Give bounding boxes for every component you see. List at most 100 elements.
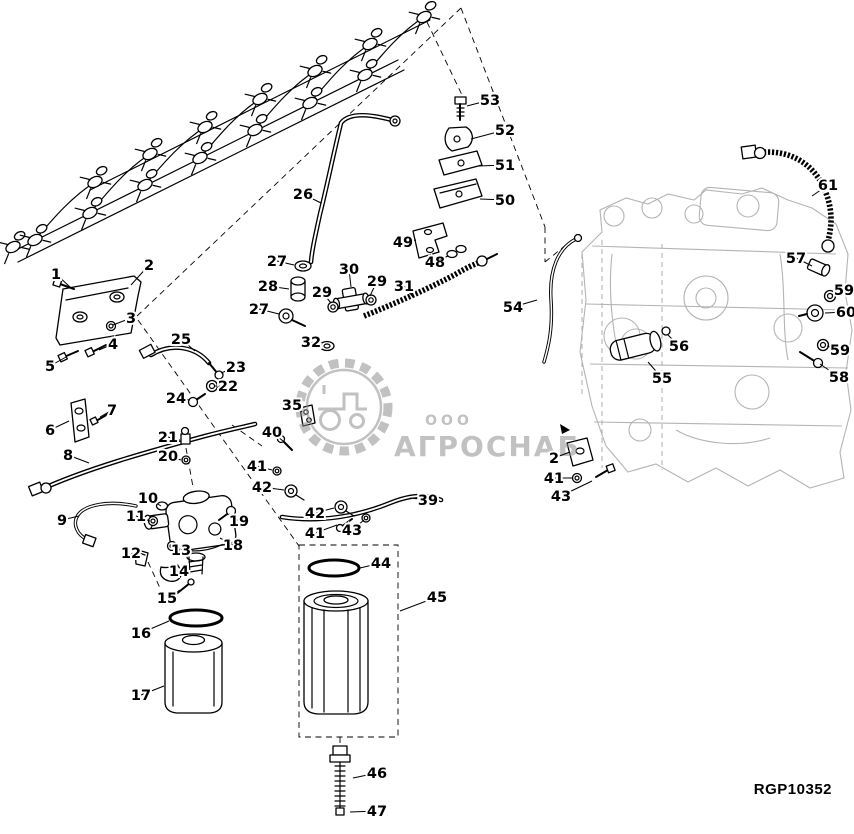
svg-text:8: 8: [63, 448, 73, 464]
callout-30: 30: [337, 260, 361, 288]
svg-text:50: 50: [495, 193, 515, 209]
svg-text:6: 6: [45, 423, 55, 439]
part-41-nut-a: [272, 466, 282, 476]
svg-text:4: 4: [108, 337, 118, 353]
part-42-clamp-a: [284, 484, 305, 501]
filter-head-assembly: [134, 426, 237, 596]
svg-text:28: 28: [258, 279, 278, 295]
svg-text:17: 17: [131, 688, 151, 704]
callout-18: 18: [219, 536, 245, 556]
part-2b-bracket: [560, 424, 616, 484]
callout-55: 55: [647, 361, 674, 389]
callout-29: 29: [310, 283, 334, 304]
svg-text:1: 1: [51, 267, 61, 283]
part-20-nut: [181, 455, 191, 465]
part-7-bolt: [89, 413, 109, 426]
callout-43: 43: [340, 519, 365, 541]
part-52-clamp: [444, 126, 473, 152]
part-51-plate: [438, 150, 483, 176]
part-57-fitting: [806, 258, 831, 277]
part-1-bolt: [52, 277, 75, 290]
part-42-clamp-b: [334, 500, 355, 517]
callout-61: 61: [811, 176, 840, 197]
svg-text:44: 44: [371, 556, 391, 572]
callout-42: 42: [303, 504, 335, 524]
svg-text:43: 43: [551, 489, 571, 505]
callout-60: 60: [824, 303, 854, 323]
svg-text:41: 41: [305, 526, 325, 542]
callout-16: 16: [129, 620, 170, 644]
part-55-valve: [609, 326, 671, 361]
callout-42: 42: [250, 478, 285, 498]
part-6-bracket: [70, 398, 90, 443]
svg-text:31: 31: [394, 279, 414, 295]
svg-text:12: 12: [121, 546, 141, 562]
svg-text:42: 42: [305, 506, 325, 522]
callout-41: 41: [245, 457, 273, 477]
callout-41: 41: [542, 469, 572, 489]
svg-text:40: 40: [262, 425, 282, 441]
callout-10: 10: [136, 489, 162, 509]
svg-text:59: 59: [834, 283, 854, 299]
svg-text:43: 43: [342, 523, 362, 539]
callout-22: 22: [215, 377, 240, 397]
callout-35: 35: [280, 396, 304, 416]
part-9-pipe: [73, 501, 138, 548]
svg-text:52: 52: [495, 123, 515, 139]
part-46-fitting: [329, 737, 351, 816]
part-27-ring-upper: [294, 260, 312, 272]
svg-text:22: 22: [218, 379, 238, 395]
callout-28: 28: [256, 277, 290, 297]
svg-text:2: 2: [549, 451, 559, 467]
part-16-oring: [168, 608, 224, 628]
svg-text:29: 29: [312, 285, 332, 301]
svg-text:16: 16: [131, 626, 151, 642]
callout-31: 31: [392, 277, 416, 298]
engine-block-sketch: [579, 186, 853, 489]
callout-2: 2: [130, 256, 156, 286]
part-12-elbow: [134, 548, 149, 567]
svg-text:41: 41: [544, 471, 564, 487]
watermark-ooo: ООО: [425, 413, 473, 429]
part-48-washers: [446, 244, 467, 259]
callout-9: 9: [55, 511, 80, 531]
svg-text:30: 30: [339, 262, 359, 278]
callout-51: 51: [478, 156, 517, 176]
part-60-banjo: [798, 304, 824, 322]
part-23-elbow: [208, 362, 224, 380]
part-45-filter: [303, 590, 369, 715]
svg-text:18: 18: [223, 538, 243, 554]
svg-text:27: 27: [249, 302, 269, 318]
svg-text:15: 15: [157, 591, 177, 607]
part-3-washer: [105, 320, 117, 332]
part-43-bolt-b: [595, 463, 616, 478]
callout-6: 6: [43, 420, 70, 441]
svg-text:46: 46: [367, 766, 387, 782]
callout-26: 26: [291, 185, 322, 205]
callout-5: 5: [43, 356, 67, 377]
callout-32: 32: [299, 333, 323, 353]
svg-text:21: 21: [158, 430, 178, 446]
callout-15: 15: [155, 589, 181, 609]
part-11-nut: [147, 515, 159, 527]
svg-text:13: 13: [171, 543, 191, 559]
callout-20: 20: [156, 447, 182, 467]
part-2-bracket: [55, 275, 142, 346]
callout-57: 57: [784, 249, 813, 269]
svg-text:35: 35: [282, 398, 302, 414]
part-17-filter: [164, 633, 223, 714]
callout-27: 27: [247, 300, 280, 320]
watermark-gear-logo: [295, 358, 393, 456]
part-29-nut-left: [327, 301, 339, 313]
part-10-port: [155, 501, 169, 511]
callout-7: 7: [99, 401, 119, 421]
part-44-oring: [307, 558, 361, 578]
callout-2: 2: [547, 449, 571, 469]
callout-4: 4: [98, 335, 120, 355]
svg-text:57: 57: [786, 251, 806, 267]
callout-19: 19: [227, 512, 251, 532]
part-28-spacer: [290, 276, 306, 302]
